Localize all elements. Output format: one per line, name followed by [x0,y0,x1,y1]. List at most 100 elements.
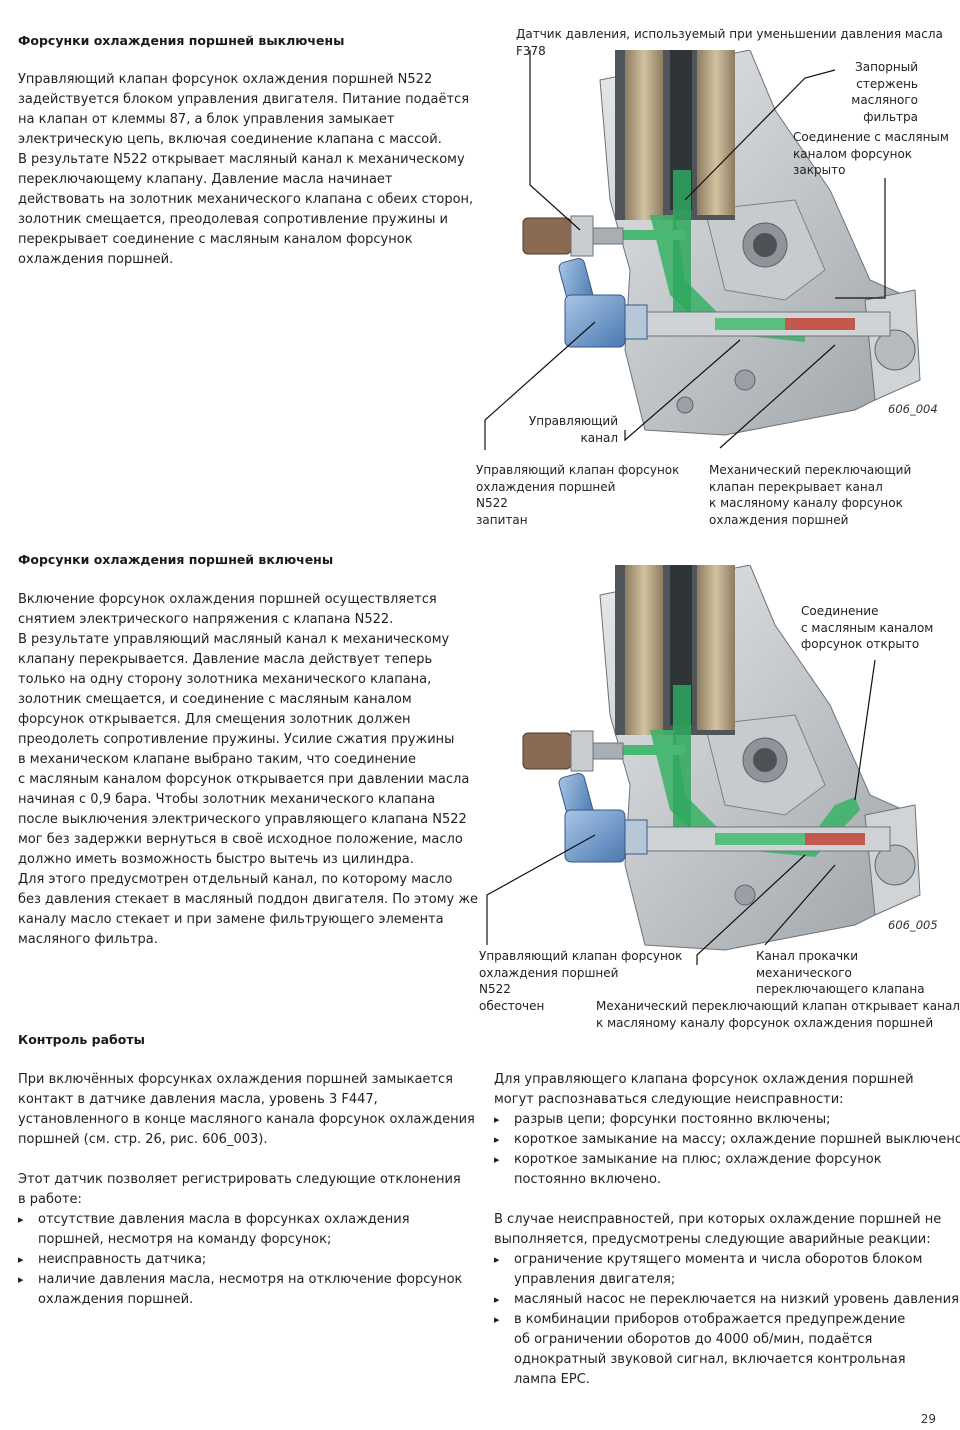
figure-606-005-valve-diagram [486,565,921,965]
list-item: неисправность датчика; [18,1250,468,1270]
section2-heading: Форсунки охлаждения поршней включены [18,552,334,567]
list-item-line: лампа EPC. [514,1372,590,1387]
text-line: только на одну сторону золотника механич… [18,672,432,687]
text-line: Механический переключающий клапан открыв… [596,999,960,1013]
label-bleed-channel: Канал прокачки механического переключающег… [756,948,925,998]
list-item: короткое замыкание на плюс; охлаждение ф… [494,1150,944,1190]
right-bullet-list-faults: разрыв цепи; форсунки постоянно включены… [494,1110,960,1190]
right-intro2: В случае неисправностей, при которых охл… [494,1210,944,1250]
label-pressure-sensor-f378: Датчик давления, используемый при уменьш… [516,26,943,59]
text-line: механического [756,965,852,980]
right-intro: Для управляющего клапана форсунок охлажд… [494,1070,944,1110]
text-line: переключающему клапану. Давление масла н… [18,172,393,187]
text-line: золотник смещается, и соединение с масля… [18,692,412,707]
text-line: действовать на золотник механического кл… [18,192,474,207]
text-line: снятием электрического напряжения с клап… [18,612,394,627]
monitoring-right-column: Для управляющего клапана форсунок охлажд… [494,1070,960,1390]
text-line: охлаждения поршней [709,512,849,527]
text-line: задействуется блоком управления двигател… [18,92,470,107]
list-item-line: управления двигателя; [514,1272,676,1287]
section1-heading: Форсунки охлаждения поршней выключены [18,33,345,48]
figure-606-004-valve-diagram [484,50,921,450]
text-line: Канал прокачки [756,949,859,963]
text-line: с масляным каналом форсунок открывается … [18,772,470,787]
list-item-line: ограничение крутящего момента и числа об… [514,1252,923,1267]
text-line: Соединение с масляным [793,130,949,144]
text-line: клапану перекрывается. Давление масла де… [18,652,433,667]
list-item-line: об ограничении оборотов до 4000 об/мин, … [514,1332,873,1347]
text-line: к масляному каналу форсунок [709,496,903,510]
text-line: форсунок открывается. Для смещения золот… [18,712,411,727]
section2-text: Включение форсунок охлаждения поршней ос… [18,590,478,950]
text-line: перекрывает соединение с масляным канало… [18,232,413,247]
list-item-line: наличие давления масла, несмотря на откл… [38,1272,463,1287]
list-item: разрыв цепи; форсунки постоянно включены… [494,1110,944,1130]
list-item-line: отсутствие давления масла в форсунках ох… [38,1212,410,1227]
list-item: в комбинации приборов отображается преду… [494,1310,944,1390]
text-line: клапан перекрывает канал [709,479,883,494]
text-line: Управляющий [528,414,618,428]
text-line: масляного фильтра. [18,932,158,947]
text-line: Датчик давления, используемый при уменьш… [516,27,943,41]
text-line: фильтра [863,109,918,124]
page-number: 29 [920,1412,936,1426]
text-line: форсунок открыто [801,637,920,651]
list-item: ограничение крутящего момента и числа об… [494,1250,944,1290]
text-line: золотник смещается, преодолевая сопротив… [18,212,448,227]
text-line: в механическом клапане выбрано таким, чт… [18,752,416,767]
text-line: Механический переключающий [709,463,912,477]
text-line: без давления стекает в масляный поддон д… [18,892,479,907]
text-line: Для этого предусмотрен отдельный канал, … [18,872,453,887]
text-line: В результате N522 открывает масляный кан… [18,152,465,167]
text-line: начиная с 0,9 бара. Чтобы золотник механ… [18,792,436,807]
left-intro: При включённых форсунках охлаждения порш… [18,1070,475,1150]
text-line: после выключения электрического управляю… [18,812,467,827]
label-mech-valve-blocks: Механический переключающий клапан перекры… [709,462,911,528]
section3-heading: Контроль работы [18,1032,145,1047]
text-line: N522 [479,982,511,996]
text-line: могут распознаваться следующие неисправн… [494,1092,844,1107]
text-line: Управляющий клапан форсунок [476,463,680,477]
text-line: в работе: [18,1192,82,1207]
text-line: F378 [516,43,546,58]
list-item-line: постоянно включено. [514,1172,662,1187]
text-line: должно иметь возможность быстро вытечь и… [18,852,414,867]
list-item-line: поршней, несмотря на команду форсунок; [38,1232,332,1247]
text-line: охлаждения поршней [479,965,619,980]
list-item: наличие давления масла, несмотря на откл… [18,1270,468,1310]
list-item-line: неисправность датчика; [38,1252,207,1267]
text-line: Этот датчик позволяет регистрировать сле… [18,1172,461,1187]
figure-number-606-004: 606_004 [888,402,938,416]
text-line: масляного [851,93,918,107]
text-line: контакт в датчике давления масла, уровен… [18,1092,378,1107]
list-item-line: охлаждения поршней. [38,1292,194,1307]
text-line: Управляющий клапан форсунок [479,949,683,963]
text-line: выполняется, предусмотрены следующие ава… [494,1232,931,1247]
text-line: поршней (см. стр. 26, рис. 606_003). [18,1132,268,1147]
text-line: каналу масло стекает и при замене фильтр… [18,912,444,927]
label-n522-unpowered: Управляющий клапан форсунок охлаждения по… [479,948,682,1014]
text-line: В результате управляющий масляный канал … [18,632,450,647]
figure-number-606-005: 606_005 [888,918,938,932]
text-line: закрыто [793,163,846,177]
text-line: При включённых форсунках охлаждения порш… [18,1072,453,1087]
text-line: В случае неисправностей, при которых охл… [494,1212,942,1227]
list-item-line: разрыв цепи; форсунки постоянно включены… [514,1112,831,1127]
text-line: переключающего клапана [756,982,925,996]
text-line: Соединение [801,604,879,618]
text-line: преодолеть сопротивление пружины. Усилие… [18,732,455,747]
list-item-line: короткое замыкание на плюс; охлаждение ф… [514,1152,882,1167]
list-item: масляный насос не переключается на низки… [494,1290,960,1310]
text-line: Для управляющего клапана форсунок охлажд… [494,1072,914,1087]
list-item-line: короткое замыкание на массу; охлаждение … [514,1132,960,1147]
text-line: стержень [856,76,918,91]
monitoring-left-column: При включённых форсунках охлаждения порш… [18,1070,475,1310]
text-line: на клапан от клеммы 87, а блок управлени… [18,112,395,127]
left-bullet-list: отсутствие давления масла в форсунках ох… [18,1210,468,1310]
text-line: Включение форсунок охлаждения поршней ос… [18,592,437,607]
list-item-line: однократный звуковой сигнал, включается … [514,1352,906,1367]
